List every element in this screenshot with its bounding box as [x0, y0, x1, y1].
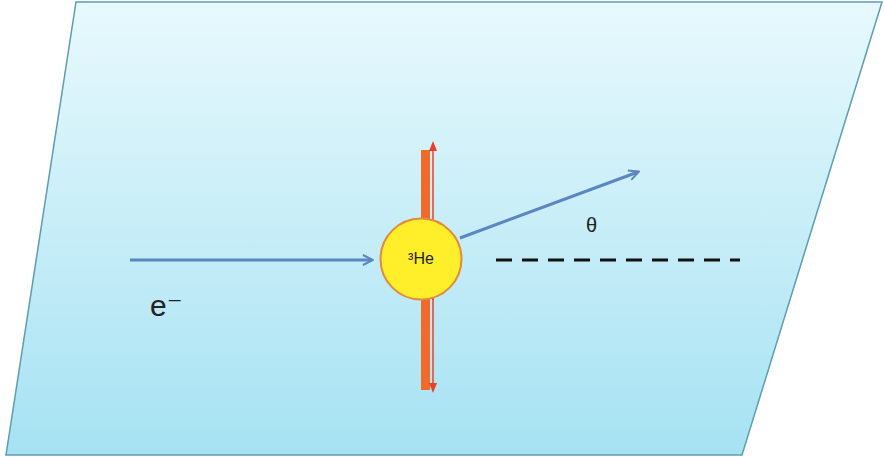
electron-label: e⁻: [150, 288, 183, 323]
scattered-electron-arrow: [460, 172, 638, 238]
scattering-plane: [6, 2, 882, 455]
nucleus-label: ³He: [379, 250, 463, 268]
nucleus-circle: ³He: [379, 217, 463, 301]
incident-electron-arrow: [130, 259, 372, 262]
angle-label: θ: [586, 214, 597, 237]
beam-axis: [496, 259, 740, 262]
